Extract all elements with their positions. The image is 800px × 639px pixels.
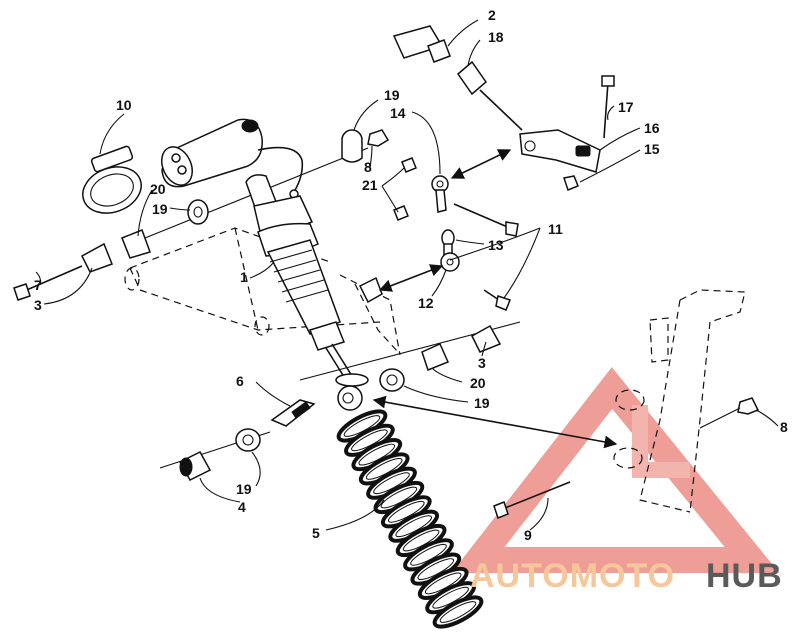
- spring-coil-inner: [387, 500, 425, 523]
- callout-18: 18: [488, 29, 504, 45]
- callout-19-bottom: 19: [236, 481, 252, 497]
- callout-13: 13: [488, 237, 504, 253]
- watermark-text-automoto: AUTOMOTO: [470, 557, 675, 595]
- callout-2: 2: [488, 7, 496, 23]
- callout-21: 21: [362, 177, 378, 193]
- callout-3-left: 3: [34, 297, 42, 313]
- spring-coil-inner: [365, 458, 403, 480]
- spring-coil-inner: [380, 486, 418, 509]
- callout-14: 14: [390, 105, 406, 121]
- spring-coil-inner: [432, 586, 469, 609]
- callout-10: 10: [116, 97, 132, 113]
- callout-9: 9: [524, 527, 532, 543]
- spring-coil-inner: [373, 472, 410, 495]
- shock-absorber-part-1: [245, 174, 369, 411]
- reservoir-canister: [161, 118, 304, 199]
- watermark-text: AUTOMOTO HUB: [470, 557, 783, 595]
- callout-1: 1: [240, 269, 248, 285]
- callout-6: 6: [236, 373, 244, 389]
- clamp-part-10: [82, 145, 142, 214]
- callout-labels: 2 18 10 19 14 17 16 15 8 21 20 19 11 13 …: [34, 7, 788, 543]
- callout-20-top: 20: [150, 181, 166, 197]
- callout-19-top: 19: [384, 87, 400, 103]
- callout-19-left: 19: [152, 201, 168, 217]
- bushings: [81, 129, 502, 481]
- watermark-logo: [451, 367, 780, 573]
- callout-15: 15: [644, 141, 660, 157]
- spring-coil-inner: [410, 543, 447, 566]
- rod-end-linkage: [358, 157, 460, 304]
- bolts: [13, 75, 760, 519]
- swing-arm-outline: [124, 227, 401, 356]
- callout-4: 4: [238, 499, 246, 515]
- clip-part-6: [270, 399, 316, 427]
- callout-5: 5: [312, 525, 320, 541]
- callout-12: 12: [418, 295, 434, 311]
- callout-8-right: 8: [780, 419, 788, 435]
- callout-8-top: 8: [364, 159, 372, 175]
- spring-coil-inner: [417, 558, 455, 580]
- callout-20-right: 20: [470, 375, 486, 391]
- spring-coil: [432, 595, 484, 629]
- callout-7: 7: [34, 277, 42, 293]
- coil-spring-part-5: [336, 409, 484, 629]
- assembly-arrows: [372, 149, 618, 449]
- callout-11: 11: [548, 221, 563, 237]
- spring-coil-inner: [402, 529, 440, 552]
- callout-17: 17: [618, 99, 634, 115]
- spring-coil-inner: [395, 515, 433, 538]
- watermark-text-hub: HUB: [706, 557, 783, 595]
- spring-coil-inner: [439, 601, 477, 623]
- callout-3-right: 3: [478, 355, 486, 371]
- adjuster-assembly: [392, 25, 601, 191]
- callout-16: 16: [644, 120, 660, 136]
- leader-lines: [35, 19, 779, 531]
- spring-coil-inner: [424, 572, 462, 595]
- callout-19-right: 19: [474, 395, 490, 411]
